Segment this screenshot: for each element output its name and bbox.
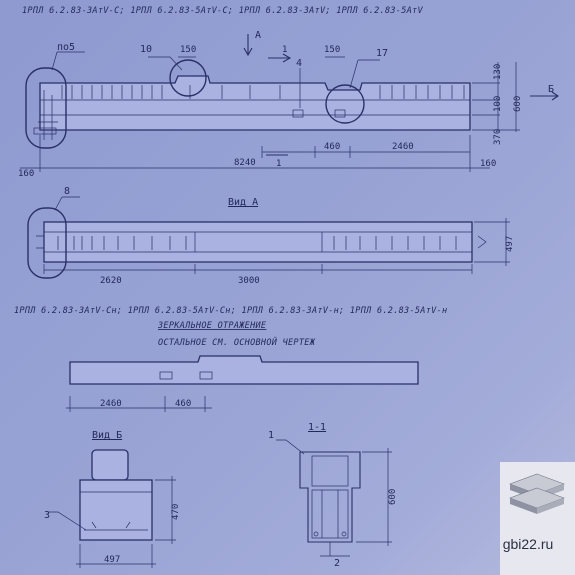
section-1-1-title: 1-1 [308, 422, 326, 433]
dim-460: 460 [324, 142, 340, 152]
section-1-top: 1 [282, 45, 287, 55]
section-dim-600: 600 [388, 489, 398, 505]
view-b-dim-470: 470 [171, 504, 181, 520]
elevation-view: по5 10 150 А 1 4 150 17 130 100 600 370 … [18, 30, 559, 179]
mirror-subtitle: ОСТАЛЬНОЕ СМ. ОСНОВНОЙ ЧЕРТЕЖ [158, 336, 316, 348]
plan-beam [43, 221, 473, 263]
detail-circle-10 [169, 59, 207, 97]
dim-100: 100 [493, 96, 503, 112]
section-bottom-rebar [311, 489, 349, 539]
dim-370: 370 [493, 129, 503, 145]
elevation-beam [39, 75, 471, 131]
callout-3: 3 [44, 510, 50, 521]
dim-8240: 8240 [234, 158, 256, 168]
section-1-1: 1-1 1 600 2 [268, 422, 398, 569]
view-b: Вид Б 3 470 497 [44, 430, 181, 568]
section-callout-2: 2 [334, 558, 340, 569]
watermark-caption: gbi22.ru [502, 536, 554, 552]
dim-150-left: 150 [180, 45, 196, 55]
callout-4: 4 [296, 58, 302, 69]
section-outline [299, 451, 361, 543]
view-b-body [79, 479, 153, 541]
view-b-top [91, 449, 129, 481]
detail-circle-17 [325, 84, 365, 124]
mirror-view: 2460 460 [66, 355, 419, 412]
callout-10: 10 [140, 44, 152, 55]
callout-17: 17 [376, 48, 388, 59]
mirror-plate-2 [199, 371, 213, 380]
arrow-a-label: А [255, 30, 261, 41]
section-1-bottom: 1 [276, 159, 281, 169]
dim-160-right: 160 [480, 159, 496, 169]
end-plate [33, 127, 57, 135]
dim-2460: 2460 [392, 142, 414, 152]
section-top-rebar [311, 455, 349, 487]
callout-8: 8 [64, 186, 70, 197]
callout-p5: по5 [57, 42, 75, 53]
mirror-plate-1 [159, 371, 173, 380]
header-top-text: 1РПЛ 6.2.83-3АтV-С; 1РПЛ 6.2.83-5АтV-С; … [22, 6, 423, 16]
mirror-dim-460: 460 [175, 399, 191, 409]
view-b-title: Вид Б [92, 430, 122, 441]
dim-150-right: 150 [324, 45, 340, 55]
dim-497-plan: 497 [505, 236, 515, 252]
mirror-title: ЗЕРКАЛЬНОЕ ОТРАЖЕНИЕ [157, 321, 267, 331]
dim-3000: 3000 [238, 276, 260, 286]
stack-icon [509, 473, 565, 514]
callout-oval-left [25, 67, 67, 149]
callout-oval-8 [27, 207, 67, 279]
watermark-logo [500, 462, 575, 575]
dim-2620: 2620 [100, 276, 122, 286]
header-middle-text: 1РПЛ 6.2.83-3АтV-Сн; 1РПЛ 6.2.83-5АтV-Сн… [14, 306, 447, 316]
elevation-stirrups [61, 85, 465, 99]
dim-600: 600 [513, 96, 523, 112]
dim-160-left: 160 [18, 169, 34, 179]
label-b: Б [548, 84, 554, 95]
plan-view-title: Вид А [228, 197, 258, 208]
mirror-beam [69, 355, 419, 385]
mirror-dim-2460: 2460 [100, 399, 122, 409]
view-b-dim-497: 497 [104, 555, 120, 565]
embedded-plate-4 [292, 109, 304, 118]
plan-view-a: 8 Вид А 2620 3000 497 [27, 186, 515, 286]
embedded-plate-right [334, 109, 346, 118]
section-callout-1: 1 [268, 430, 274, 441]
dim-130: 130 [493, 64, 503, 80]
